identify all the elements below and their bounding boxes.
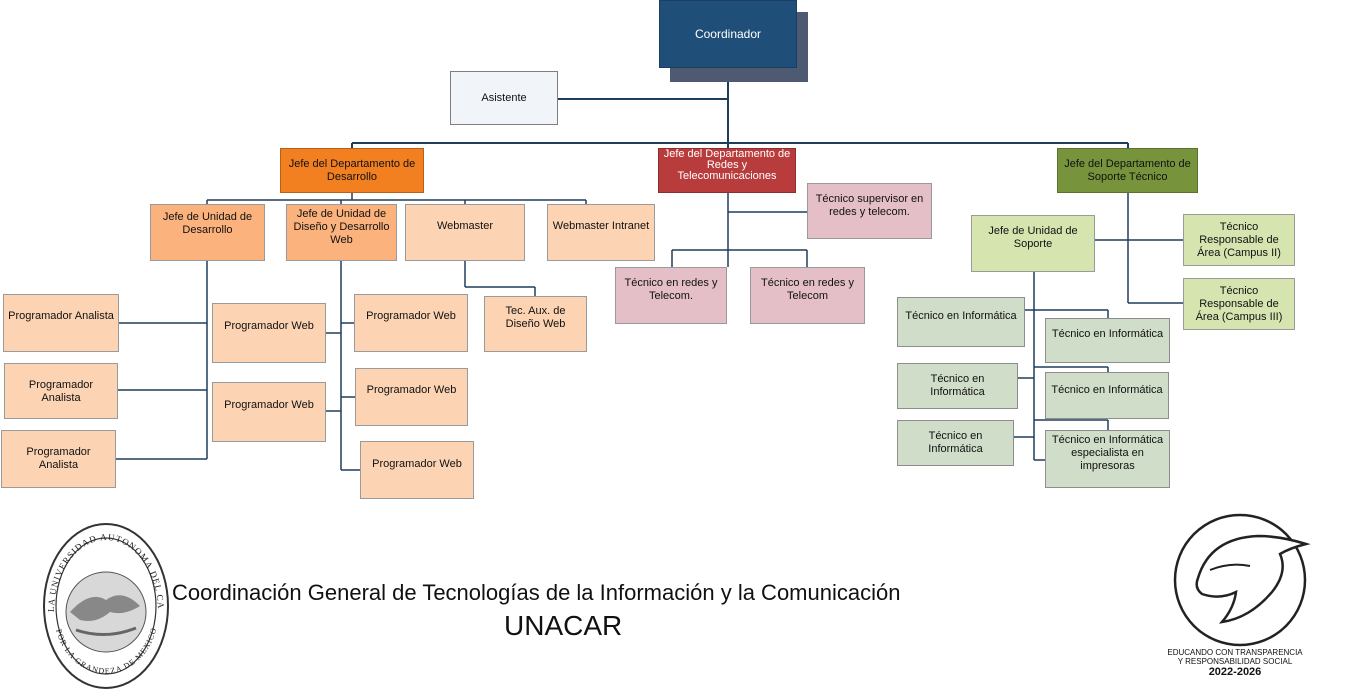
- node-tec-redes[interactable]: Técnico en redes y Telecom.: [615, 267, 727, 324]
- node-label: Técnico Responsable de Área (Campus III): [1195, 285, 1283, 323]
- node-label: Jefe de Unidad de Desarrollo: [162, 211, 253, 236]
- node-jefe-soporte[interactable]: Jefe del Departamento de Soporte Técnico: [1057, 148, 1198, 193]
- node-label: Técnico en redes y Telecom: [761, 277, 854, 302]
- node-label: Programador Analista: [28, 379, 94, 404]
- node-tec-impresoras[interactable]: Técnico en Informática especialista en i…: [1045, 430, 1170, 488]
- node-label: Técnico en Informática: [1051, 328, 1164, 340]
- node-label: Jefe de Unidad de Diseño y Desarrollo We…: [293, 208, 390, 246]
- node-programador-web[interactable]: Programador Web: [355, 368, 468, 426]
- footer-title: Coordinación General de Tecnologías de l…: [172, 580, 901, 605]
- node-label: Técnico Responsable de Área (Campus II): [1197, 221, 1281, 259]
- node-programador-web[interactable]: Programador Web: [212, 303, 326, 363]
- node-label: Programador Web: [224, 320, 314, 332]
- node-programador-web[interactable]: Programador Web: [212, 382, 326, 442]
- node-label: Técnico en Informática: [905, 310, 1017, 322]
- node-label: Técnico en Informática: [930, 373, 985, 398]
- node-programador-web[interactable]: Programador Web: [360, 441, 474, 499]
- node-label: Jefe del Departamento de Desarrollo: [288, 157, 416, 183]
- node-webmaster[interactable]: Webmaster: [405, 204, 525, 261]
- node-label: Programador Analista: [8, 310, 114, 322]
- node-coordinador[interactable]: Coordinador: [659, 0, 797, 68]
- footer-subtitle: UNACAR: [504, 610, 623, 641]
- node-label: Técnico en Informática: [928, 430, 983, 455]
- node-jefe-redes[interactable]: Jefe del Departamento de Redes y Telecom…: [658, 148, 796, 193]
- node-label: Jefe de Unidad de Soporte: [988, 225, 1078, 250]
- node-label: Tec. Aux. de Diseño Web: [505, 305, 566, 330]
- node-programador-analista[interactable]: Programador Analista: [1, 430, 116, 488]
- node-label: Programador Web: [372, 458, 462, 470]
- node-asistente[interactable]: Asistente: [450, 71, 558, 125]
- node-label: Programador Analista: [26, 446, 91, 471]
- node-tec-informatica[interactable]: Técnico en Informática: [1045, 372, 1169, 419]
- node-jefe-unidad-soporte[interactable]: Jefe de Unidad de Soporte: [971, 215, 1095, 272]
- node-label: Técnico en Informática: [1051, 384, 1163, 396]
- dolphin-logo-icon: [1173, 513, 1311, 647]
- node-label: Jefe del Departamento de Redes y Telecom…: [663, 148, 791, 182]
- node-tec-informatica[interactable]: Técnico en Informática: [897, 420, 1014, 466]
- node-label: Webmaster: [436, 220, 494, 232]
- node-label: Programador Web: [224, 399, 314, 411]
- logo-line2: Y RESPONSABILIDAD SOCIAL: [1177, 657, 1293, 666]
- node-jefe-unidad-desarrollo[interactable]: Jefe de Unidad de Desarrollo: [150, 204, 265, 261]
- node-label: Jefe del Departamento de Soporte Técnico: [1064, 157, 1191, 183]
- node-tec-aux-diseno[interactable]: Tec. Aux. de Diseño Web: [484, 296, 587, 352]
- node-jefe-desarrollo[interactable]: Jefe del Departamento de Desarrollo: [280, 148, 424, 193]
- node-label: Técnico en Informática especialista en i…: [1051, 434, 1164, 472]
- node-tec-redes[interactable]: Técnico en redes y Telecom: [750, 267, 865, 324]
- node-label: Programador Web: [366, 384, 457, 396]
- node-tec-supervisor[interactable]: Técnico supervisor en redes y telecom.: [807, 183, 932, 239]
- node-label: Asistente: [481, 91, 527, 104]
- node-label: Webmaster Intranet: [552, 220, 650, 232]
- node-programador-analista[interactable]: Programador Analista: [4, 363, 118, 419]
- node-programador-analista[interactable]: Programador Analista: [3, 294, 119, 352]
- node-tec-resp-campus3[interactable]: Técnico Responsable de Área (Campus III): [1183, 278, 1295, 330]
- node-label: Programador Web: [366, 310, 456, 322]
- logo-line1: EDUCANDO CON TRANSPARENCIA: [1167, 648, 1303, 657]
- node-tec-resp-campus2[interactable]: Técnico Responsable de Área (Campus II): [1183, 214, 1295, 266]
- university-seal-icon: LA UNIVERSIDAD AUTONOMA DEL CARMEN POR L…: [40, 520, 169, 689]
- node-webmaster-intranet[interactable]: Webmaster Intranet: [547, 204, 655, 261]
- node-programador-web[interactable]: Programador Web: [354, 294, 468, 352]
- node-label: Técnico supervisor en redes y telecom.: [815, 193, 924, 218]
- node-jefe-unidad-diseno[interactable]: Jefe de Unidad de Diseño y Desarrollo We…: [286, 204, 397, 261]
- node-tec-informatica[interactable]: Técnico en Informática: [897, 363, 1018, 409]
- node-tec-informatica[interactable]: Técnico en Informática: [897, 297, 1025, 347]
- node-label: Técnico en redes y Telecom.: [624, 277, 718, 302]
- logo-years: 2022-2026: [1208, 666, 1262, 678]
- node-tec-informatica[interactable]: Técnico en Informática: [1045, 318, 1170, 363]
- node-label: Coordinador: [694, 26, 762, 41]
